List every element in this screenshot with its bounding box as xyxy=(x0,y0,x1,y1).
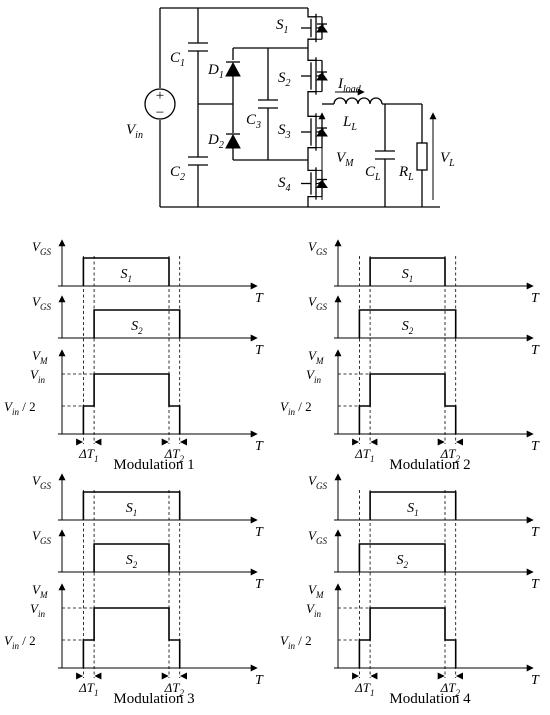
switch-s1 xyxy=(301,8,328,48)
switch-s2 xyxy=(301,48,328,104)
panel-title: Modulation 2 xyxy=(389,457,470,473)
switch-s1-label: S1 xyxy=(276,17,289,36)
resistor-label: RL xyxy=(398,164,414,183)
vgs-axis-label: VGS xyxy=(32,294,51,312)
s2-pulse-label: S2 xyxy=(126,553,138,570)
s1-gate-pulse xyxy=(82,491,181,520)
switch-s2-label: S2 xyxy=(278,70,291,89)
switch-s4 xyxy=(301,160,328,207)
vm-axis-label: VM xyxy=(32,582,48,600)
capacitor-c3-label: C3 xyxy=(246,112,261,131)
delta-t2-label: ΔT2 xyxy=(440,446,461,464)
s1-pulse-label: S1 xyxy=(126,501,138,518)
half-vin-level-label: Vin / 2 xyxy=(4,399,36,417)
time-axis-label: T xyxy=(255,577,264,592)
capacitor-c1-label: C1 xyxy=(170,50,185,69)
vgs-axis-label: VGS xyxy=(32,473,51,491)
load-resistor xyxy=(416,142,428,171)
panel-title: Modulation 3 xyxy=(113,691,194,707)
diode-d2-label: D2 xyxy=(207,132,224,151)
delta-t1-label: ΔT1 xyxy=(78,680,98,698)
vm-waveform xyxy=(358,373,457,434)
vgs-axis-label: VGS xyxy=(308,473,327,491)
s2-pulse-label: S2 xyxy=(402,319,414,336)
delta-t1-label: ΔT1 xyxy=(78,446,98,464)
delta-t2-label: ΔT2 xyxy=(164,446,185,464)
time-axis-label: T xyxy=(255,673,264,688)
inductor-coil xyxy=(333,97,383,105)
circuit-schematic: + − Vin C1 C2 D1 D2 C3 S1 S2 S3 S4 xyxy=(126,7,455,208)
vin-level-label: Vin xyxy=(30,367,45,385)
time-axis-label: T xyxy=(531,291,540,306)
half-vin-level-label: Vin / 2 xyxy=(280,633,312,651)
vm-axis-label: VM xyxy=(308,582,324,600)
source-minus-sign: − xyxy=(156,105,164,121)
switch-column xyxy=(301,8,328,207)
switch-s3 xyxy=(301,104,328,160)
vm-waveform xyxy=(82,373,181,434)
half-vin-level-label: Vin / 2 xyxy=(4,633,36,651)
vm-axis-label: VM xyxy=(32,348,48,366)
panel-title: Modulation 1 xyxy=(113,457,194,473)
time-axis-label: T xyxy=(531,343,540,358)
vgs-axis-label: VGS xyxy=(308,294,327,312)
time-axis-label: T xyxy=(255,291,264,306)
vgs-axis-label: VGS xyxy=(32,528,51,546)
load-voltage-label: VL xyxy=(440,150,455,169)
s1-pulse-label: S1 xyxy=(402,267,414,284)
time-axis-label: T xyxy=(255,439,264,454)
load-current-label: Iload xyxy=(337,76,362,95)
source-voltage-label: Vin xyxy=(126,122,143,141)
time-axis-label: T xyxy=(531,673,540,688)
vin-level-label: Vin xyxy=(306,367,321,385)
time-axis-label: T xyxy=(531,525,540,540)
capacitor-c2-label: C2 xyxy=(170,164,185,183)
source-plus-sign: + xyxy=(156,88,164,104)
time-axis-label: T xyxy=(255,525,264,540)
time-axis-label: T xyxy=(531,577,540,592)
half-vin-level-label: Vin / 2 xyxy=(280,399,312,417)
diode-d1-label: D1 xyxy=(207,62,224,81)
panel-title: Modulation 4 xyxy=(389,691,471,707)
time-axis-label: T xyxy=(531,439,540,454)
voltage-source: + − xyxy=(144,88,176,121)
vm-axis-label: VM xyxy=(308,348,324,366)
s1-gate-pulse xyxy=(369,257,446,286)
s1-pulse-label: S1 xyxy=(407,501,419,518)
s1-gate-pulse xyxy=(369,491,457,520)
time-axis-label: T xyxy=(255,343,264,358)
vin-level-label: Vin xyxy=(30,601,45,619)
delta-t2-label: ΔT2 xyxy=(164,680,185,698)
s2-pulse-label: S2 xyxy=(396,553,408,570)
delta-t1-label: ΔT1 xyxy=(354,680,374,698)
switch-s3-label: S3 xyxy=(278,122,291,141)
delta-t1-label: ΔT1 xyxy=(354,446,374,464)
vgs-axis-label: VGS xyxy=(308,528,327,546)
inductor-label: LL xyxy=(342,114,357,133)
s2-pulse-label: S2 xyxy=(131,319,143,336)
vm-waveform xyxy=(82,607,181,668)
delta-t2-label: ΔT2 xyxy=(440,680,461,698)
vin-level-label: Vin xyxy=(306,601,321,619)
s1-pulse-label: S1 xyxy=(120,267,132,284)
capacitor-cl-label: CL xyxy=(365,164,381,183)
s1-gate-pulse xyxy=(82,257,170,286)
node-voltage-label: VM xyxy=(336,150,354,169)
vgs-axis-label: VGS xyxy=(32,239,51,257)
vm-waveform xyxy=(358,607,457,668)
switch-s4-label: S4 xyxy=(278,175,291,194)
vgs-axis-label: VGS xyxy=(308,239,327,257)
